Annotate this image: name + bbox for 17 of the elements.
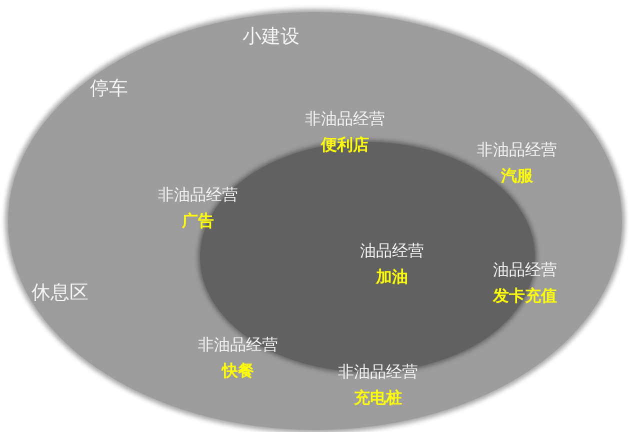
service-label: 便利店 <box>321 137 369 153</box>
service-label: 加油 <box>376 269 408 285</box>
category-label: 油品经营 <box>493 262 557 278</box>
category-label: 非油品经营 <box>338 364 418 380</box>
service-label: 快餐 <box>222 363 254 379</box>
category-label: 非油品经营 <box>305 111 385 127</box>
category-label: 非油品经营 <box>158 187 238 203</box>
area-label: 小建设 <box>242 28 300 46</box>
category-label: 非油品经营 <box>198 337 278 353</box>
area-label: 休息区 <box>32 284 88 302</box>
service-label: 广告 <box>182 213 214 229</box>
area-label: 停车 <box>90 80 128 98</box>
service-label: 汽服 <box>501 168 533 184</box>
service-label: 发卡充值 <box>493 288 557 304</box>
category-label: 非油品经营 <box>477 142 557 158</box>
service-label: 充电桩 <box>354 390 402 406</box>
category-label: 油品经营 <box>360 243 424 259</box>
